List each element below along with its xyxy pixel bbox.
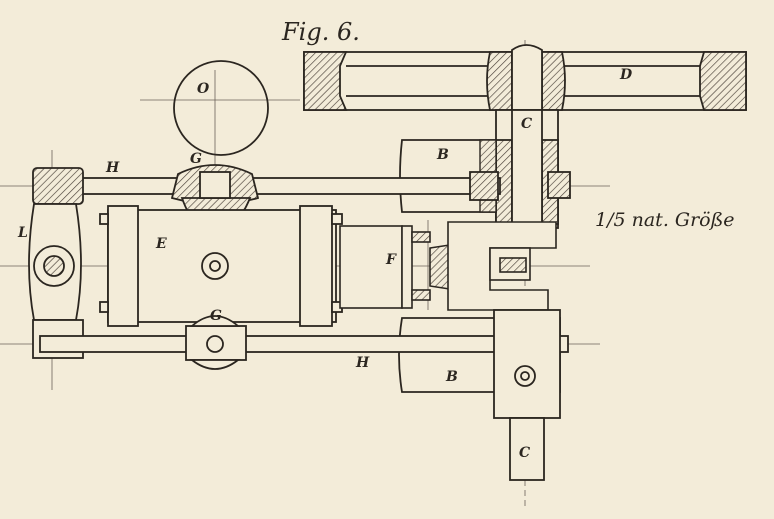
figure-title: Fig. 6. bbox=[281, 18, 360, 46]
label-h-bottom: H bbox=[355, 355, 370, 371]
label-b-top: B bbox=[436, 147, 449, 163]
slide-block bbox=[447, 221, 557, 311]
label-g-bottom: G bbox=[210, 308, 222, 324]
label-o: O bbox=[197, 81, 210, 97]
label-l: L bbox=[17, 225, 28, 241]
label-e: E bbox=[155, 236, 167, 252]
label-d: D bbox=[619, 67, 633, 83]
disc-o bbox=[173, 60, 269, 156]
label-c-top: C bbox=[521, 116, 532, 132]
label-h-top: H bbox=[105, 160, 120, 176]
label-g-top: G bbox=[190, 151, 202, 167]
scale-note: 1/5 nat. Größe bbox=[595, 209, 735, 231]
spindle-c-lower bbox=[493, 309, 561, 481]
label-b-bottom: B bbox=[445, 369, 458, 385]
label-f: F bbox=[385, 252, 397, 268]
rod-h-lower bbox=[39, 315, 569, 370]
lever-l bbox=[28, 167, 84, 359]
label-c-bottom: C bbox=[519, 445, 530, 461]
